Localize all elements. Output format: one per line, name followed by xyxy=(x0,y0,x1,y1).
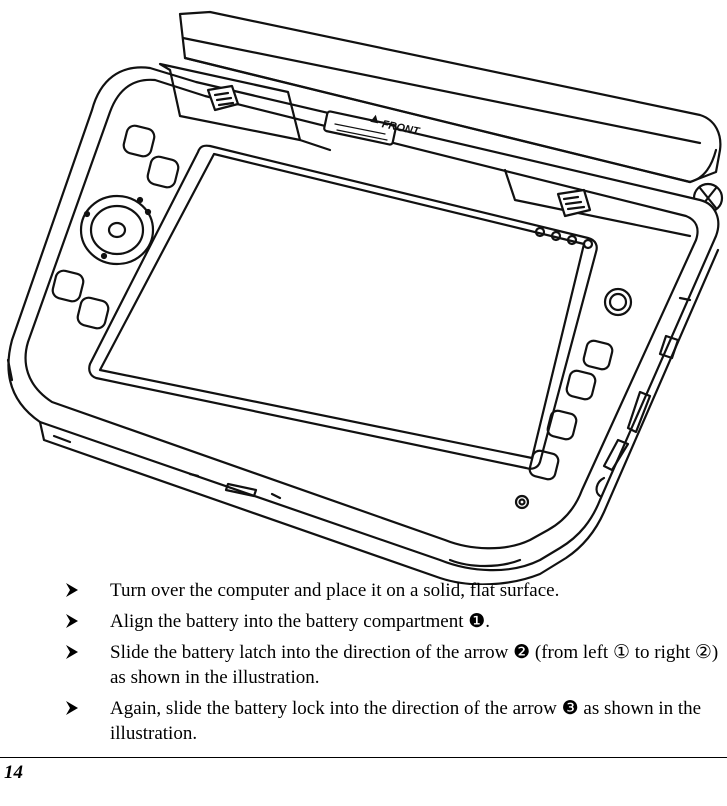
instruction-text: Slide the battery latch into the directi… xyxy=(110,642,719,688)
page-number: 14 xyxy=(4,762,23,783)
arrowhead-bullet-icon xyxy=(66,701,78,715)
instruction-item: Slide the battery latch into the directi… xyxy=(0,640,727,690)
footer-divider xyxy=(0,757,727,758)
instruction-item: Turn over the computer and place it on a… xyxy=(0,578,727,603)
instruction-text: Again, slide the battery lock into the d… xyxy=(110,698,702,744)
instruction-text: Turn over the computer and place it on a… xyxy=(110,580,560,601)
instruction-text: Align the battery into the battery compa… xyxy=(110,611,491,632)
instruction-item: Align the battery into the battery compa… xyxy=(0,609,727,634)
arrowhead-bullet-icon xyxy=(66,645,78,659)
arrowhead-bullet-icon xyxy=(66,583,78,597)
arrowhead-bullet-icon xyxy=(66,614,78,628)
instruction-item: Again, slide the battery lock into the d… xyxy=(0,696,727,746)
instruction-list: Turn over the computer and place it on a… xyxy=(0,578,727,752)
device-illustration: FRONT xyxy=(6,10,724,585)
